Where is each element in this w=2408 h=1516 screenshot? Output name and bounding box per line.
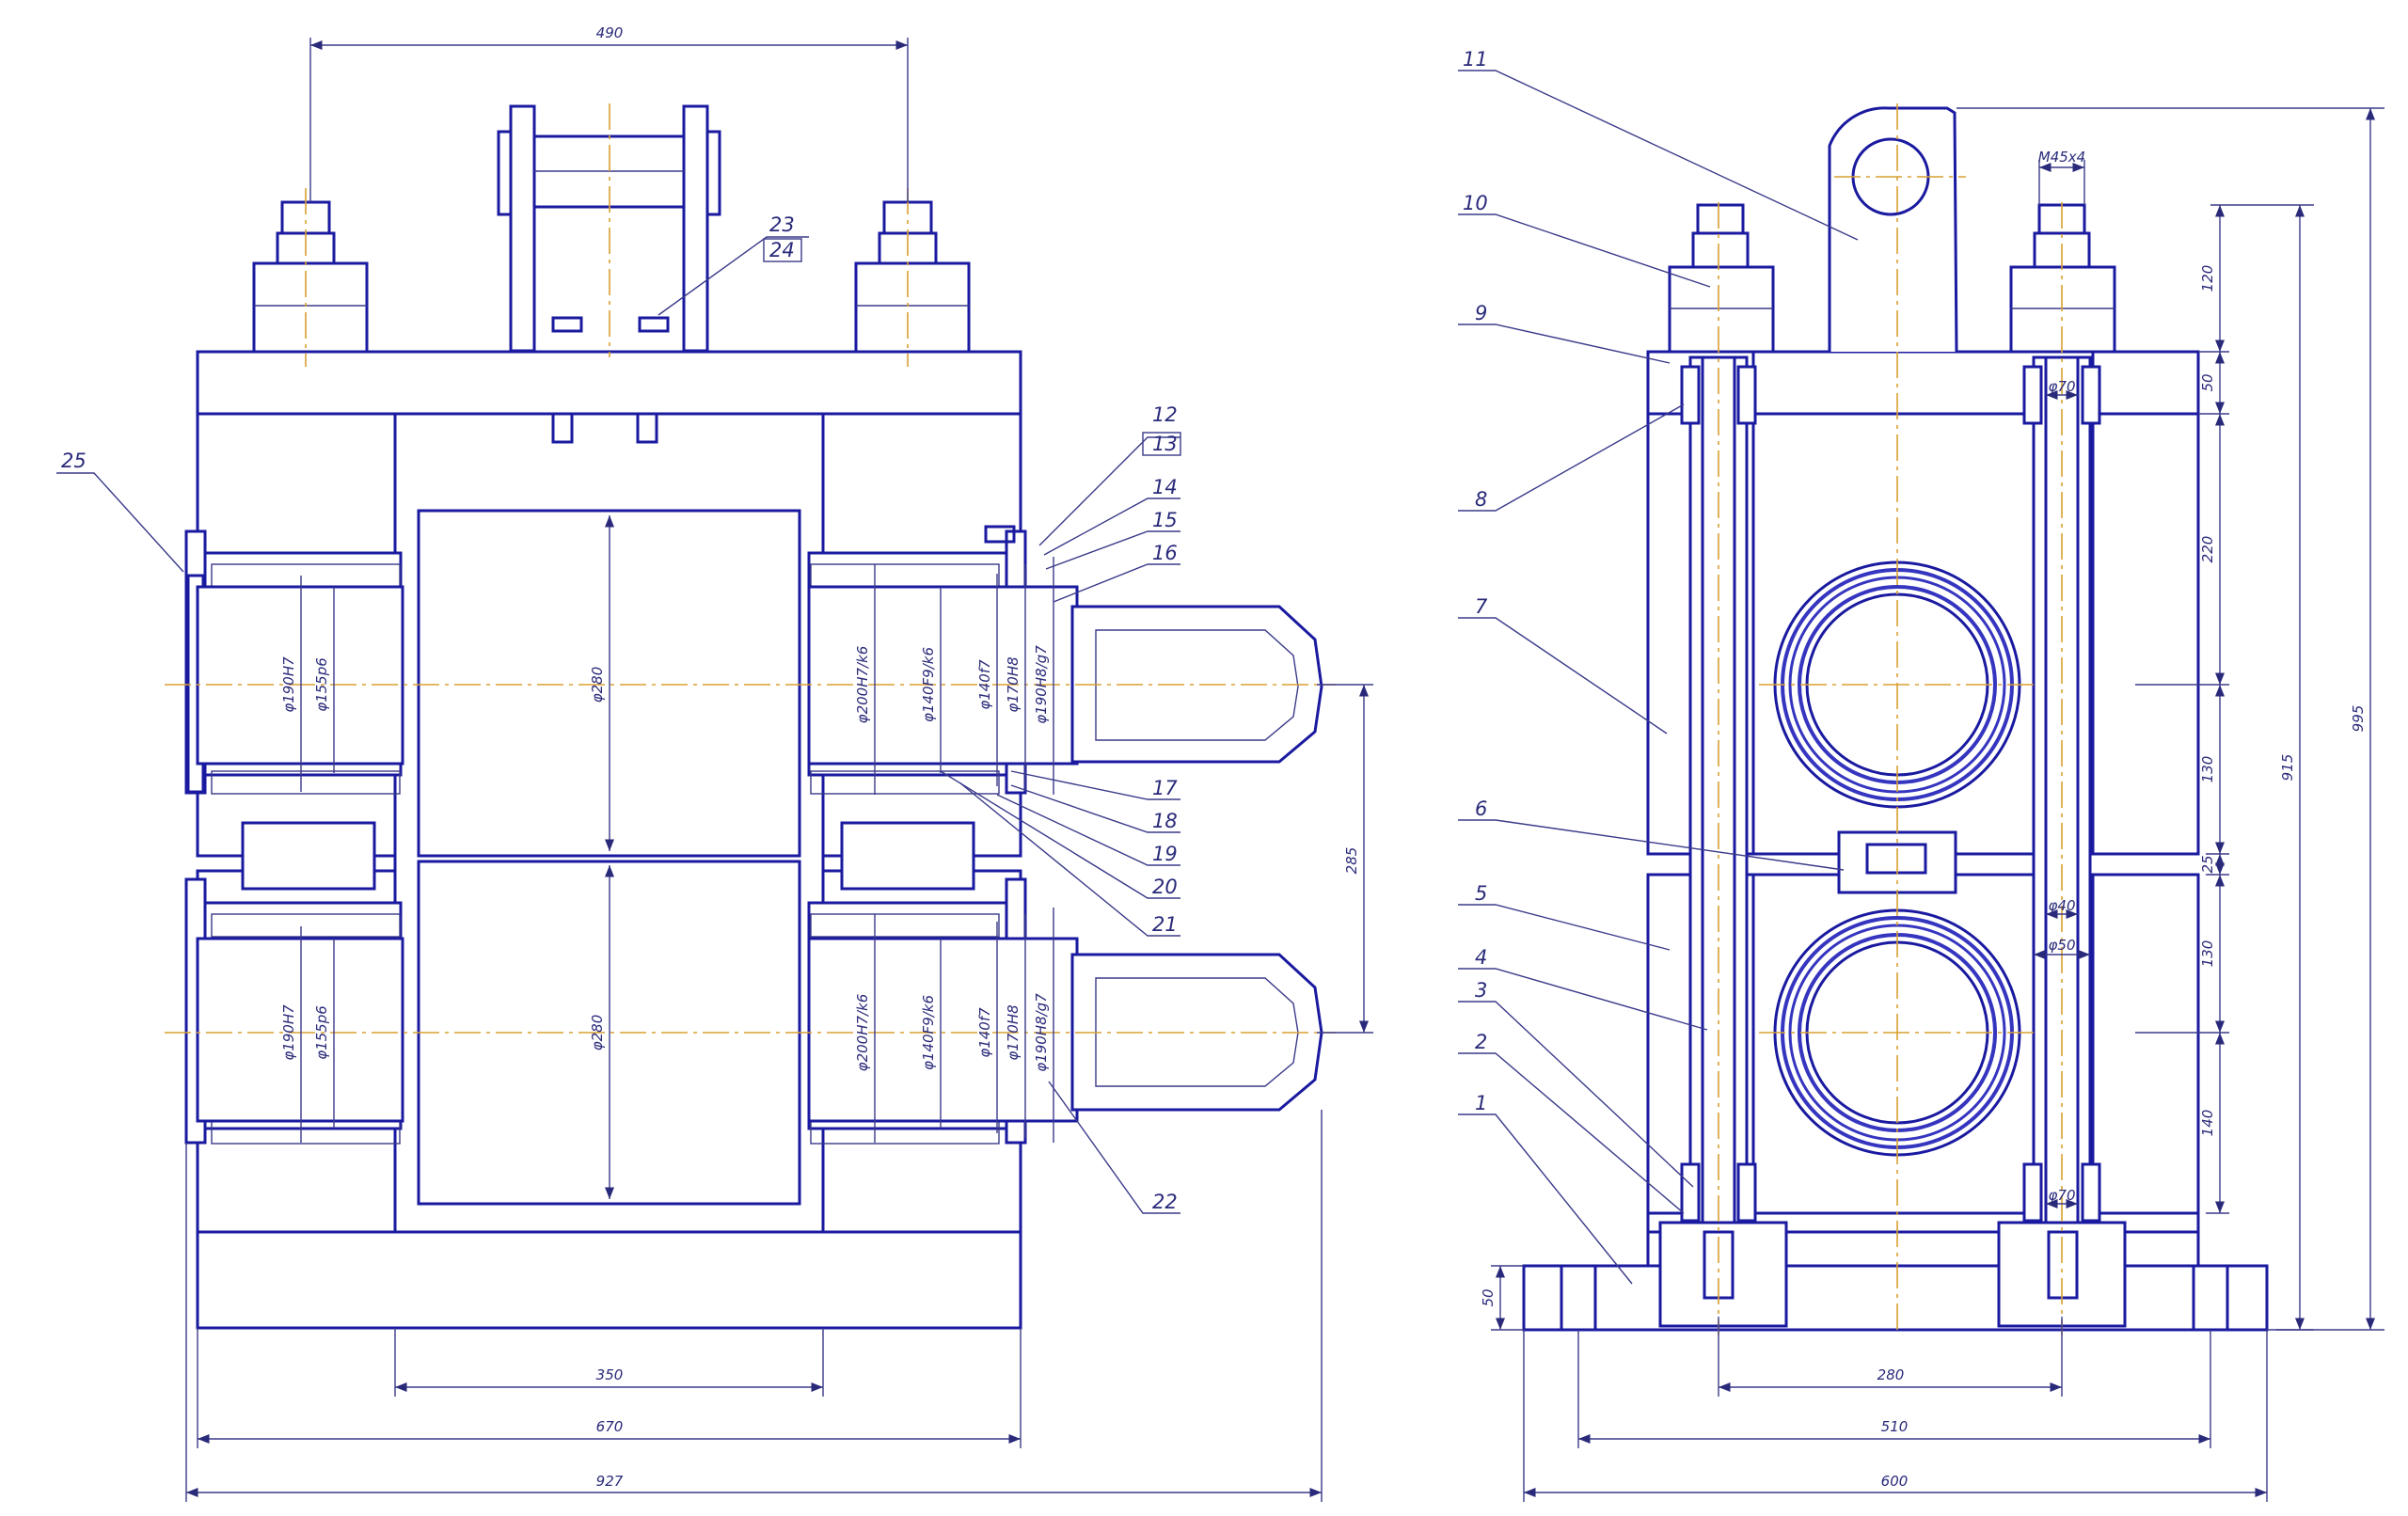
side-base bbox=[1522, 1264, 2269, 1332]
dim-right-lower-4: φ190H8/g7 bbox=[1033, 993, 1050, 1072]
dim-280: 280 bbox=[1877, 1366, 1905, 1383]
dim-285: 285 bbox=[1343, 847, 1360, 875]
label-2: 2 bbox=[1475, 1031, 1487, 1053]
dim-v220: 220 bbox=[2199, 536, 2216, 563]
housing-lower-right bbox=[2091, 873, 2200, 1234]
dim-490: 490 bbox=[596, 24, 624, 41]
left-leaders bbox=[56, 236, 1180, 1214]
dim-v140: 140 bbox=[2199, 1110, 2216, 1137]
dim-v120: 120 bbox=[2199, 265, 2216, 292]
label-5: 5 bbox=[1475, 882, 1487, 905]
dim-left-50: 50 bbox=[1480, 1288, 1497, 1306]
label-1: 1 bbox=[1475, 1092, 1487, 1114]
label-13: 13 bbox=[1152, 433, 1178, 455]
label-8: 8 bbox=[1475, 488, 1487, 511]
dim-right-upper-3: φ170H8 bbox=[1005, 656, 1022, 712]
dim-right-upper-0: φ200H7/k6 bbox=[854, 646, 871, 724]
dim-right-lower-0: φ200H7/k6 bbox=[854, 994, 871, 1072]
dim-right-lower-3: φ170H8 bbox=[1005, 1004, 1022, 1060]
dim-right-lower-1: φ140F9/k6 bbox=[920, 995, 937, 1070]
housing-upper-right bbox=[2091, 412, 2200, 856]
dim-d40: φ40 bbox=[2049, 897, 2076, 914]
dim-d70-bottom: φ70 bbox=[2049, 1187, 2076, 1204]
label-12: 12 bbox=[1152, 403, 1178, 426]
dim-d70-top: φ70 bbox=[2049, 378, 2076, 395]
dim-right-lower-2: φ140f7 bbox=[976, 1007, 993, 1058]
dim-v130b: 130 bbox=[2199, 940, 2216, 968]
top-bolts bbox=[252, 200, 971, 354]
dim-thread: M45x4 bbox=[2038, 149, 2085, 166]
label-23: 23 bbox=[769, 213, 795, 236]
right-leaders bbox=[1458, 70, 1859, 1285]
right-view: M45x4 φ70 φ70 φ40 φ50 120 50 220 130 25 … bbox=[1458, 48, 2384, 1502]
label-18: 18 bbox=[1152, 810, 1178, 832]
label-3: 3 bbox=[1475, 979, 1487, 1002]
side-top-nuts bbox=[1668, 203, 2116, 354]
top-cover bbox=[196, 350, 1022, 416]
dim-350: 350 bbox=[596, 1366, 624, 1383]
dim-510: 510 bbox=[1881, 1418, 1909, 1435]
tie-rod-left bbox=[1658, 355, 1788, 1328]
dim-right-upper-4: φ190H8/g7 bbox=[1033, 645, 1050, 724]
dim-v50: 50 bbox=[2199, 373, 2216, 391]
dim-left-lower-a: φ190H7 bbox=[280, 1004, 297, 1061]
label-7: 7 bbox=[1475, 595, 1488, 618]
label-25: 25 bbox=[61, 450, 87, 472]
dim-v25: 25 bbox=[2199, 855, 2216, 873]
dim-left-lower-b: φ155p6 bbox=[313, 1005, 330, 1060]
label-24: 24 bbox=[769, 239, 795, 261]
left-dim-lines bbox=[185, 38, 1373, 1502]
right-dim-lines bbox=[1491, 107, 2384, 1502]
dim-right-upper-1: φ140F9/k6 bbox=[920, 647, 937, 722]
label-17: 17 bbox=[1152, 777, 1178, 799]
label-21: 21 bbox=[1152, 913, 1178, 936]
label-20: 20 bbox=[1152, 876, 1178, 898]
dim-right-upper-2: φ140f7 bbox=[976, 659, 993, 710]
top-yoke bbox=[497, 104, 721, 444]
dim-995: 995 bbox=[2350, 705, 2367, 733]
base bbox=[196, 1230, 1022, 1330]
dim-670: 670 bbox=[596, 1418, 624, 1435]
dim-roll-lower: φ280 bbox=[589, 1015, 606, 1051]
label-22: 22 bbox=[1152, 1191, 1178, 1213]
lower-coupling bbox=[1070, 953, 1323, 1112]
dim-left-upper-b: φ155p6 bbox=[313, 657, 330, 712]
label-14: 14 bbox=[1152, 476, 1178, 498]
label-16: 16 bbox=[1152, 542, 1178, 564]
label-19: 19 bbox=[1152, 843, 1178, 865]
label-10: 10 bbox=[1463, 192, 1488, 214]
dim-roll-upper: φ280 bbox=[589, 667, 606, 703]
label-11: 11 bbox=[1463, 48, 1488, 71]
dim-600: 600 bbox=[1881, 1473, 1909, 1490]
label-9: 9 bbox=[1475, 302, 1487, 324]
dim-927: 927 bbox=[596, 1473, 624, 1490]
dim-d50: φ50 bbox=[2049, 937, 2076, 954]
left-view: 490 350 670 927 285 φ280 φ280 φ190H7 φ15… bbox=[56, 24, 1373, 1502]
label-6: 6 bbox=[1475, 797, 1487, 820]
label-4: 4 bbox=[1475, 946, 1487, 969]
upper-coupling bbox=[1070, 605, 1323, 764]
label-15: 15 bbox=[1152, 509, 1178, 531]
lifting-eye bbox=[1828, 106, 1958, 353]
dim-v130a: 130 bbox=[2199, 756, 2216, 783]
dim-left-upper-a: φ190H7 bbox=[280, 656, 297, 713]
dim-915: 915 bbox=[2279, 754, 2296, 782]
